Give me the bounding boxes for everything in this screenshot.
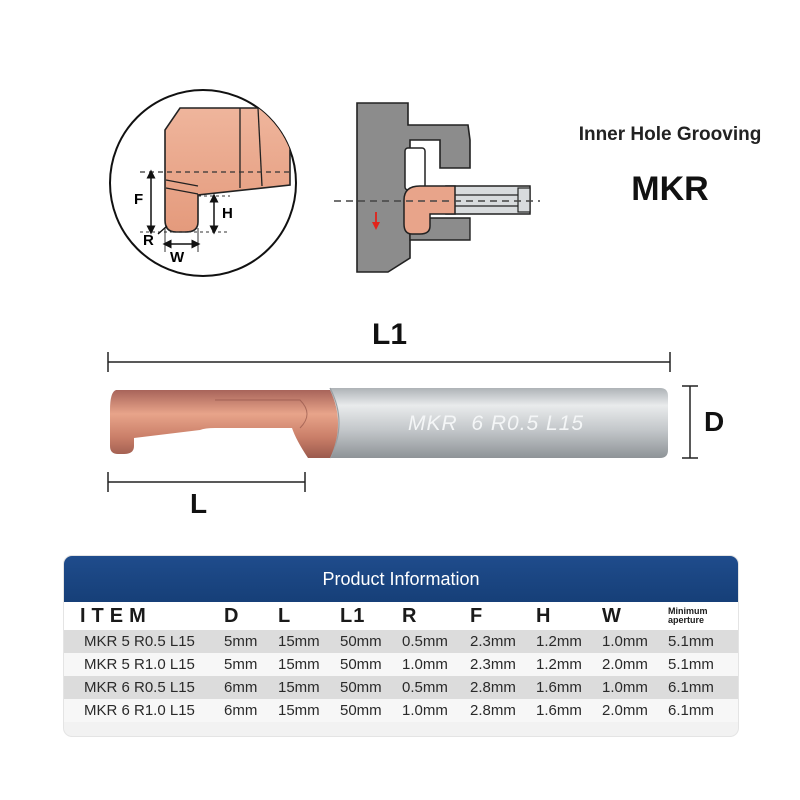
application-subtitle: Inner Hole Grooving [578,124,762,145]
cell-h: 1.2mm [536,633,582,650]
cell-item: MKR 5 R0.5 L15 [84,633,195,650]
cell-r: 1.0mm [402,702,448,719]
label-W: W [170,249,185,266]
column-header-d: D [224,602,278,630]
cell-l1: 50mm [340,679,382,696]
cell-f: 2.8mm [470,702,516,719]
cell-min-aperture: 6.1mm [668,702,714,719]
table-body: MKR 5 R0.5 L15 5mm 15mm 50mm 0.5mm 2.3mm 1.2mm… [64,630,738,722]
cell-r: 0.5mm [402,633,448,650]
cell-l1: 50mm [340,633,382,650]
tool-engraving: MKR 6 R0.5 L15 [408,412,584,435]
cell-l: 15mm [278,679,320,696]
dimension-label-L1: L1 [372,318,408,351]
cell-min-aperture: 5.1mm [668,633,714,650]
cell-h: 1.6mm [536,679,582,696]
cell-min-aperture: 6.1mm [668,679,714,696]
cell-item: MKR 5 R1.0 L15 [84,656,195,673]
cell-h: 1.2mm [536,656,582,673]
cell-d: 6mm [224,679,258,696]
grooving-detail-magnified: F H R W [109,89,297,277]
cell-w: 1.0mm [602,679,648,696]
cell-w: 1.0mm [602,633,648,650]
cell-d: 5mm [224,633,258,650]
table-row: MKR 6 R1.0 L15 6mm 15mm 50mm 1.0mm 2.8mm 1.6mm… [64,699,738,722]
cell-min-aperture: 5.1mm [668,656,714,673]
column-header-l: L [278,602,340,630]
cell-d: 6mm [224,702,258,719]
cell-d: 5mm [224,656,258,673]
cell-l: 15mm [278,656,320,673]
cell-f: 2.3mm [470,656,516,673]
cell-w: 2.0mm [602,656,648,673]
column-header-h: H [536,602,602,630]
label-F: F [134,191,143,208]
table-row: MKR 5 R1.0 L15 5mm 15mm 50mm 1.0mm 2.3mm 1.2mm… [64,653,738,676]
cell-item: MKR 6 R1.0 L15 [84,702,195,719]
cell-l1: 50mm [340,656,382,673]
label-H: H [222,205,233,222]
cell-f: 2.8mm [470,679,516,696]
cell-item: MKR 6 R0.5 L15 [84,679,195,696]
tool-cutting-head [110,390,338,458]
tool-shank [445,185,531,215]
column-header-item: ITEM [64,602,224,630]
workpiece-holder [356,102,471,273]
cell-w: 2.0mm [602,702,648,719]
tool-tip [403,185,456,235]
cell-f: 2.3mm [470,633,516,650]
cell-r: 1.0mm [402,656,448,673]
product-model-title: MKR [631,170,709,208]
column-header-l1: L1 [340,602,402,630]
cell-r: 0.5mm [402,679,448,696]
label-R: R [143,232,154,249]
cell-l: 15mm [278,702,320,719]
tool-tip-shape [164,107,291,233]
detail-diagram: F H R W [109,89,540,277]
column-header-r: R [402,602,470,630]
column-header-w: W [602,602,668,630]
tool-shank-body [330,388,668,458]
table-row: MKR 5 R0.5 L15 5mm 15mm 50mm 0.5mm 2.3mm 1.2mm… [64,630,738,653]
dimension-label-D: D [704,406,725,437]
cell-l: 15mm [278,633,320,650]
cell-h: 1.6mm [536,702,582,719]
inner-hole-usage-diagram [334,102,540,273]
cell-l1: 50mm [340,702,382,719]
table-row: MKR 6 R0.5 L15 6mm 15mm 50mm 0.5mm 2.8mm 1.6mm… [64,676,738,699]
dimension-label-L: L [190,488,208,519]
column-header-f: F [470,602,536,630]
tool-drawing: MKR 6 R0.5 L15 [107,352,698,492]
product-info-title: Product Information [64,556,738,602]
